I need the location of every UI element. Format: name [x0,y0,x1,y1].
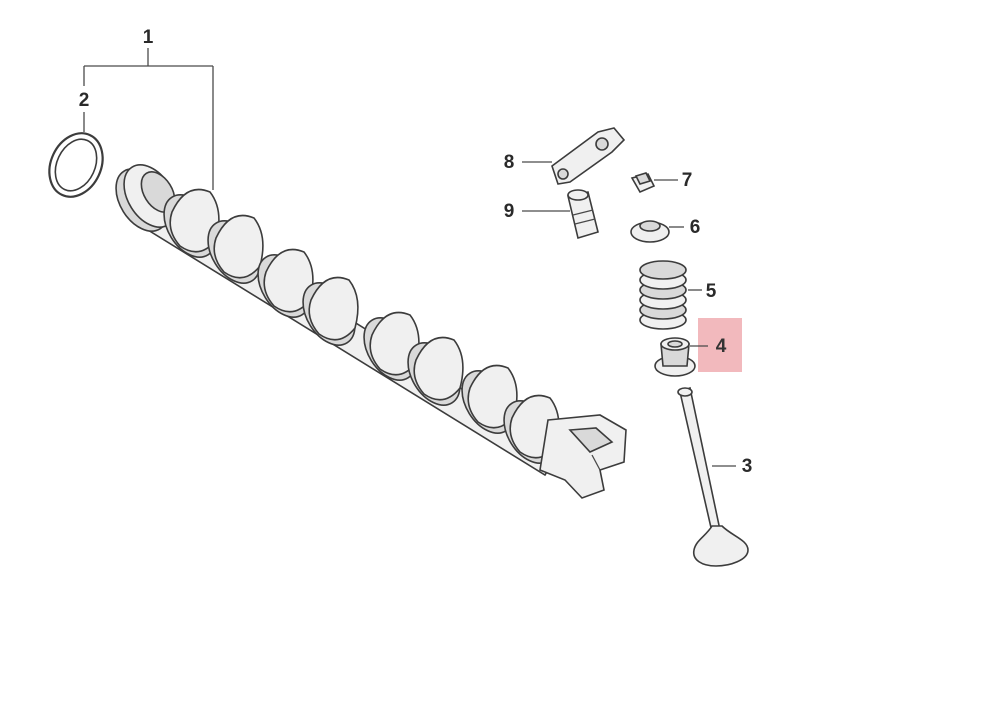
part-2-o-ring [48,132,104,198]
camshaft-lobe-face [413,336,464,401]
callout-7: 7 [681,170,693,191]
callout-3: 3 [741,456,753,477]
part-5-valve-spring [639,260,687,330]
part-8-rocker-arm [551,127,626,185]
callout-9: 9 [503,201,515,222]
part-9-hydraulic-lifter [567,189,599,240]
callout-5: 5 [705,281,717,302]
part-6-spring-retainer [630,220,670,243]
callout-2: 2 [78,90,90,111]
part-7-valve-keeper [630,172,656,194]
camshaft-lobe-face [308,276,359,341]
callout-1: 1 [142,27,154,48]
part-4-valve-stem-seal [654,337,696,377]
part-3-valve [677,386,749,567]
highlight-box-part-4 [698,318,742,372]
callout-8: 8 [503,152,515,173]
part-1-camshaft [115,164,627,499]
spring-coil [639,260,687,280]
callout-4[interactable]: 4 [715,336,727,357]
callout-6: 6 [689,217,701,238]
leader-line-1 [83,48,214,190]
